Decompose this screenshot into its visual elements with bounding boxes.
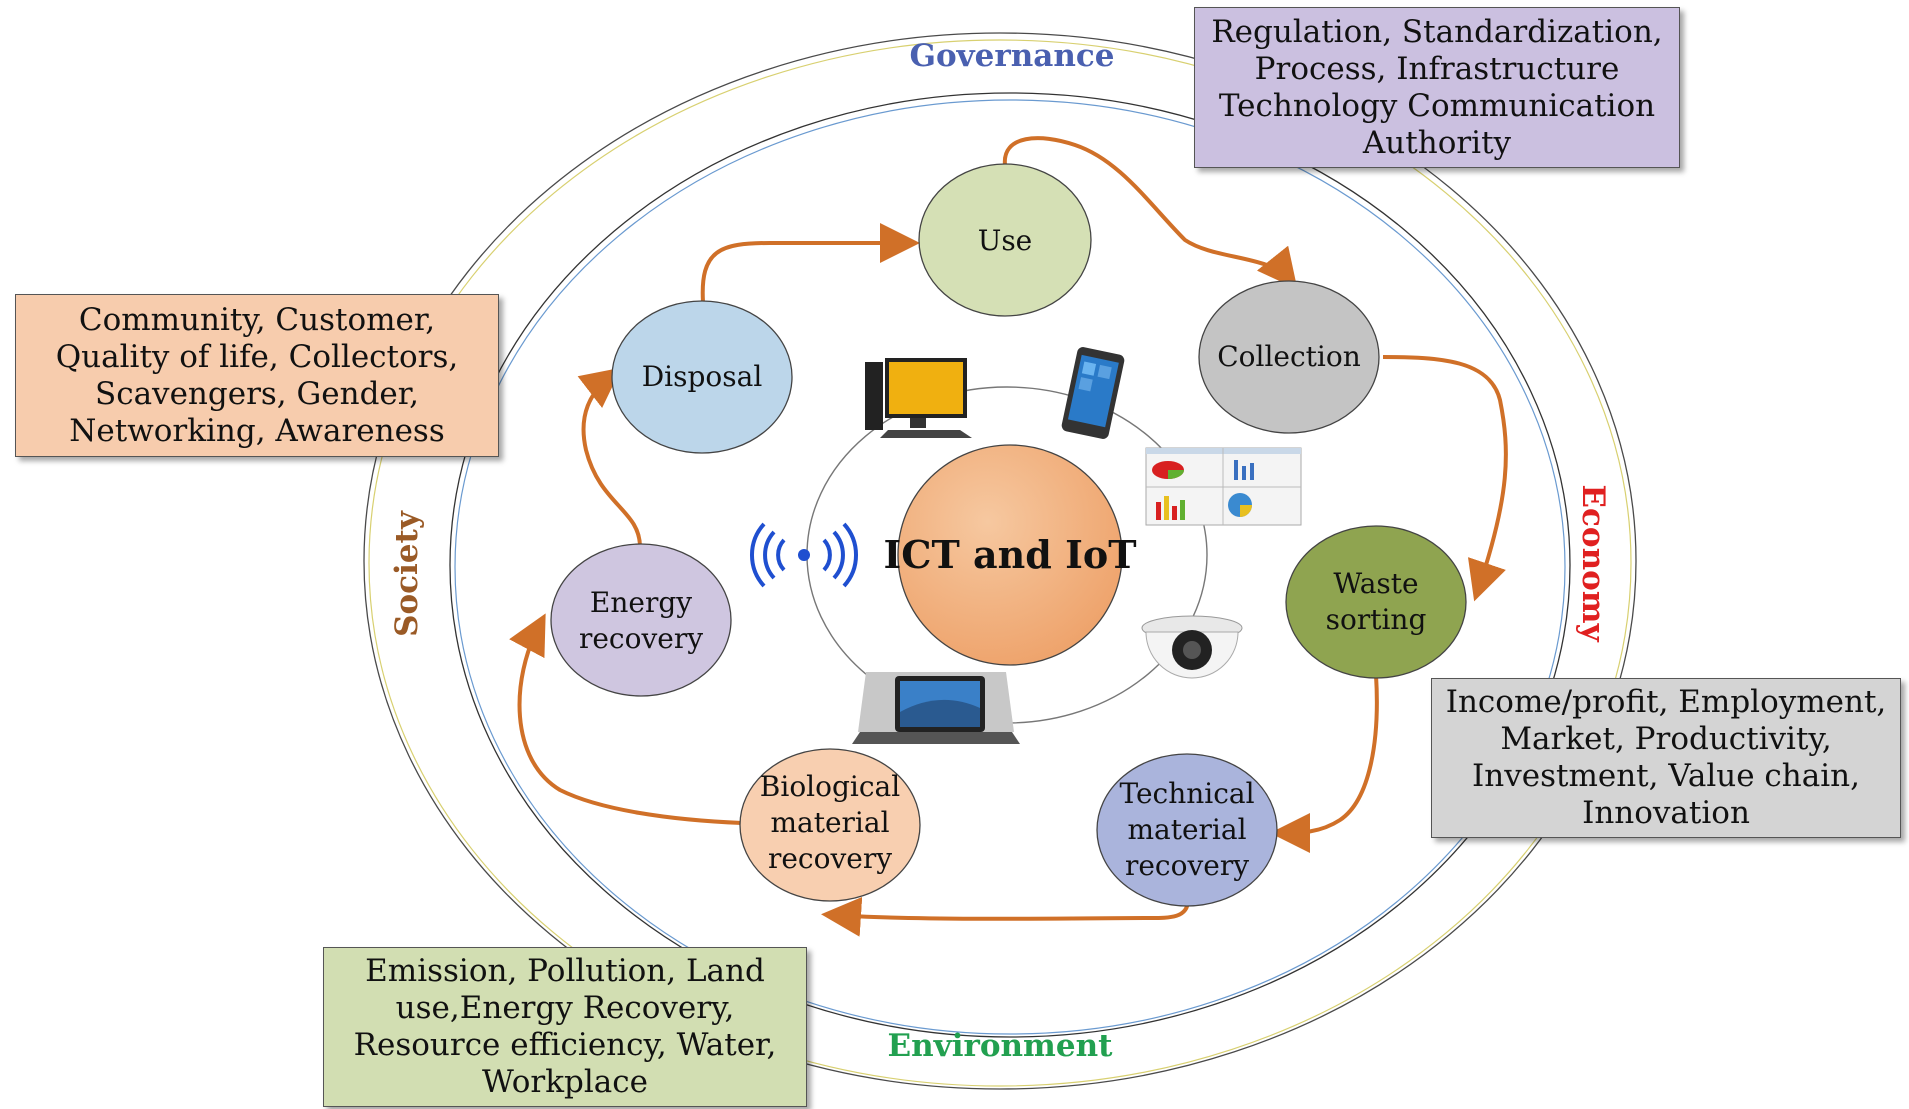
center-node: ICT and IoT: [884, 444, 1137, 666]
node-technical-label-2: material: [1127, 813, 1246, 846]
economy-box-line-2: Market, Productivity,: [1500, 721, 1832, 757]
node-biological-label-1: Biological: [760, 770, 900, 803]
economy-label: Economy: [1575, 484, 1611, 642]
cycle-arrows: [509, 136, 1508, 937]
middle-ring-accent: [454, 99, 1566, 1035]
arrow-sorting-to-technical: [1270, 674, 1379, 853]
governance-box-line-3: Technology Communication: [1218, 87, 1656, 124]
middle-ring: [449, 92, 1571, 1038]
economy-box-line-1: Income/profit, Employment,: [1445, 684, 1887, 720]
node-technical-label-3: recovery: [1125, 849, 1249, 882]
dashboard-charts-icon: [1145, 447, 1302, 526]
environment-box: Emission, Pollution, Land use,Energy Rec…: [323, 947, 807, 1107]
desktop-computer-icon: [865, 358, 972, 438]
arrow-collection-to-sorting: [1382, 355, 1508, 602]
node-waste-sorting-label-2: sorting: [1326, 603, 1427, 636]
node-biological-recovery: Biological material recovery: [739, 748, 921, 902]
node-energy-label-2: recovery: [579, 622, 703, 655]
arrow-energy-to-disposal: [577, 367, 642, 548]
governance-label: Governance: [910, 38, 1115, 74]
society-box-line-3: Scavengers, Gender,: [94, 375, 420, 412]
economy-box-line-4: Innovation: [1582, 795, 1750, 831]
wireless-signal-icon: [750, 522, 858, 588]
society-box: Community, Customer, Quality of life, Co…: [15, 294, 499, 457]
environment-box-line-3: Resource efficiency, Water,: [353, 1027, 777, 1063]
economy-box: Income/profit, Employment, Market, Produ…: [1431, 678, 1901, 838]
environment-box-line-4: Workplace: [482, 1064, 648, 1100]
arrow-disposal-to-use: [700, 223, 920, 303]
node-collection-label: Collection: [1217, 340, 1361, 373]
outer-ring: [363, 32, 1637, 1090]
environment-box-line-1: Emission, Pollution, Land: [365, 953, 765, 989]
society-label: Society: [389, 510, 425, 637]
arrow-technical-to-biological: [821, 896, 1190, 937]
arrow-use-to-collection: [1002, 136, 1298, 290]
node-waste-sorting-label-1: Waste: [1333, 567, 1418, 600]
society-box-line-2: Quality of life, Collectors,: [55, 338, 459, 375]
node-disposal: Disposal: [611, 300, 793, 454]
governance-box: Regulation, Standardization, Process, In…: [1194, 7, 1680, 168]
governance-box-line-1: Regulation, Standardization,: [1211, 13, 1663, 50]
node-use-label: Use: [978, 224, 1033, 257]
outer-ring-accent: [368, 39, 1632, 1087]
society-box-line-1: Community, Customer,: [78, 301, 436, 338]
economy-box-line-3: Investment, Value chain,: [1472, 758, 1860, 794]
society-box-line-4: Networking, Awareness: [69, 412, 445, 449]
node-energy-label-1: Energy: [590, 586, 692, 619]
node-biological-label-3: recovery: [768, 842, 892, 875]
arrow-biological-to-energy: [509, 613, 743, 825]
center-label: ICT and IoT: [884, 532, 1137, 577]
node-technical-recovery: Technical material recovery: [1096, 753, 1278, 907]
governance-box-line-4: Authority: [1362, 124, 1512, 161]
node-energy-recovery: Energy recovery: [550, 543, 732, 697]
tablet-keyboard-icon: [852, 672, 1020, 744]
node-technical-label-1: Technical: [1119, 777, 1254, 810]
node-use: Use: [918, 163, 1092, 317]
smartphone-icon: [1061, 347, 1125, 439]
environment-box-line-2: use,Energy Recovery,: [395, 990, 735, 1026]
node-biological-label-2: material: [770, 806, 889, 839]
security-camera-icon: [1141, 615, 1243, 679]
node-disposal-label: Disposal: [642, 360, 763, 393]
governance-box-line-2: Process, Infrastructure: [1254, 50, 1620, 87]
node-collection: Collection: [1198, 280, 1380, 434]
environment-label: Environment: [888, 1028, 1114, 1064]
node-waste-sorting: Waste sorting: [1285, 525, 1467, 679]
